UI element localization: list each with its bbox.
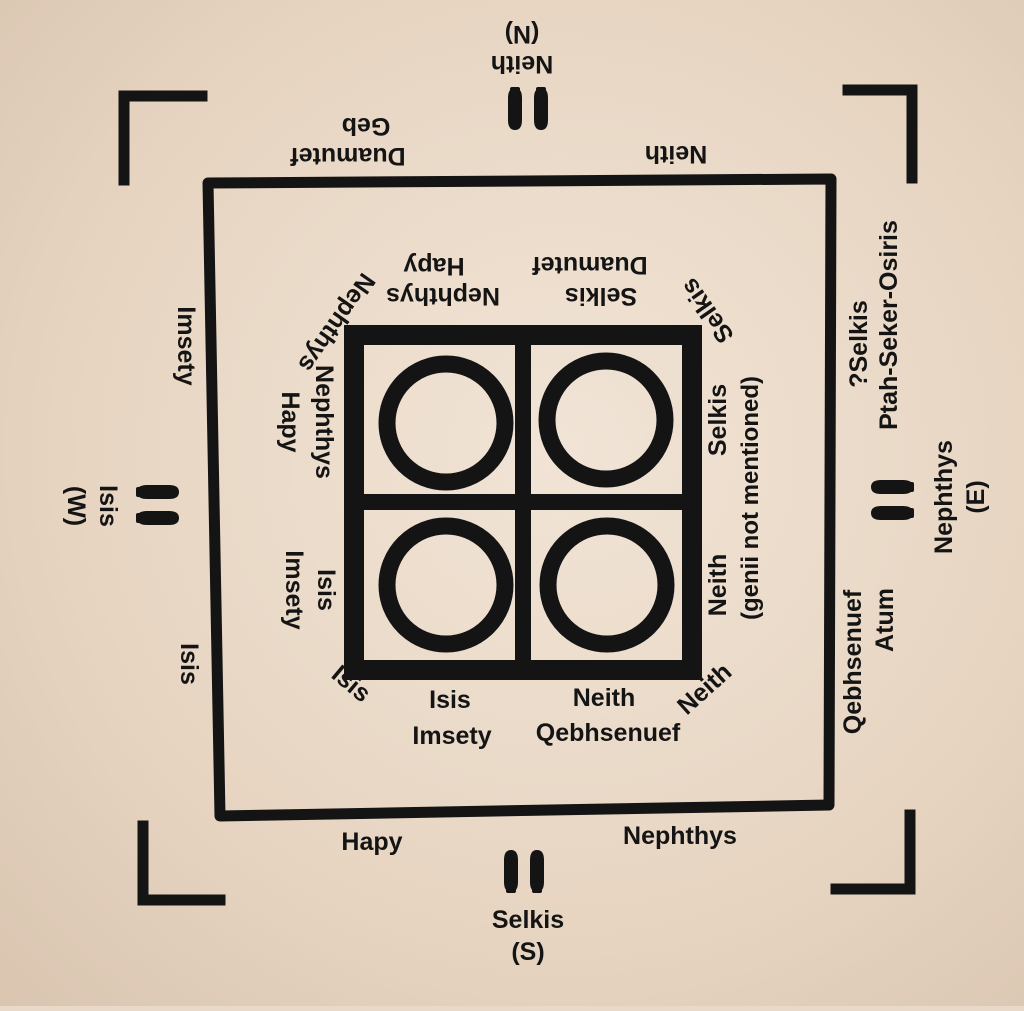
inner-east-upper: Selkis	[704, 384, 732, 456]
south-side-right-label: Nephthys	[623, 822, 737, 850]
canopic-jar-sw	[378, 517, 514, 653]
north-corner-label-2: Geb	[342, 112, 391, 140]
east-direction-label: (E)	[962, 480, 990, 513]
east-deity-label: Nephthys	[930, 440, 958, 554]
inner-west-upper-inner: Nephthys	[310, 365, 338, 479]
west-deity-label: Isis	[94, 485, 122, 527]
north-side-label: Neith	[645, 140, 708, 168]
inner-east-lower-note: (genii not mentioned)	[737, 376, 764, 620]
east-label-2: Ptah-Seker-Osiris	[875, 220, 903, 430]
canopic-grid	[344, 325, 702, 680]
south-deity-label: Selkis	[492, 906, 564, 934]
canopic-jar-ne	[538, 352, 674, 488]
footprints-icon	[504, 850, 544, 893]
inner-west-lower-inner: Isis	[312, 569, 340, 611]
footprints-icon	[508, 87, 548, 130]
footprints-icon	[871, 480, 914, 520]
east-lower-label-1: Qebhsenuef	[839, 589, 867, 734]
outer-shrine-square	[202, 173, 837, 822]
inner-north-right-inner: Selkis	[565, 282, 637, 310]
inner-north-right-outer: Duamutef	[532, 251, 648, 279]
west-upper-label: Imsety	[172, 306, 200, 385]
inner-west-upper-outer: Hapy	[276, 391, 304, 452]
north-corner-label-1: Duamutef	[290, 142, 406, 170]
inner-north-left-inner: Nephthys	[386, 282, 500, 310]
west-lower-label: Isis	[175, 643, 203, 685]
bracket-ne	[842, 84, 918, 184]
east-lower-label-2: Atum	[871, 588, 899, 652]
footprints-icon	[136, 485, 179, 525]
canopic-jar-se	[539, 517, 675, 653]
bracket-sw	[137, 820, 226, 906]
inner-east-lower-inner: Neith	[704, 554, 732, 617]
inner-corner-nw: Nephthys	[292, 268, 380, 377]
inner-south-left-inner: Isis	[429, 686, 471, 714]
south-direction-label: (S)	[511, 938, 544, 966]
inner-south-left-outer: Imsety	[412, 722, 491, 750]
north-direction-label: (N)	[505, 20, 540, 48]
south-side-left-label: Hapy	[341, 828, 402, 856]
bracket-se	[830, 809, 916, 895]
canopic-jar-nw	[378, 355, 514, 491]
east-label-1: ?Selkis	[845, 300, 873, 388]
bracket-nw	[118, 90, 208, 186]
corner-brackets	[118, 84, 918, 906]
inner-south-right-outer: Qebhsenuef	[536, 719, 681, 747]
inner-north-left-outer: Hapy	[403, 252, 464, 280]
inner-west-lower-outer: Imsety	[280, 550, 308, 629]
inner-south-right-inner: Neith	[573, 684, 636, 712]
north-deity-label: Neith	[491, 50, 554, 78]
west-direction-label: (W)	[62, 486, 90, 526]
